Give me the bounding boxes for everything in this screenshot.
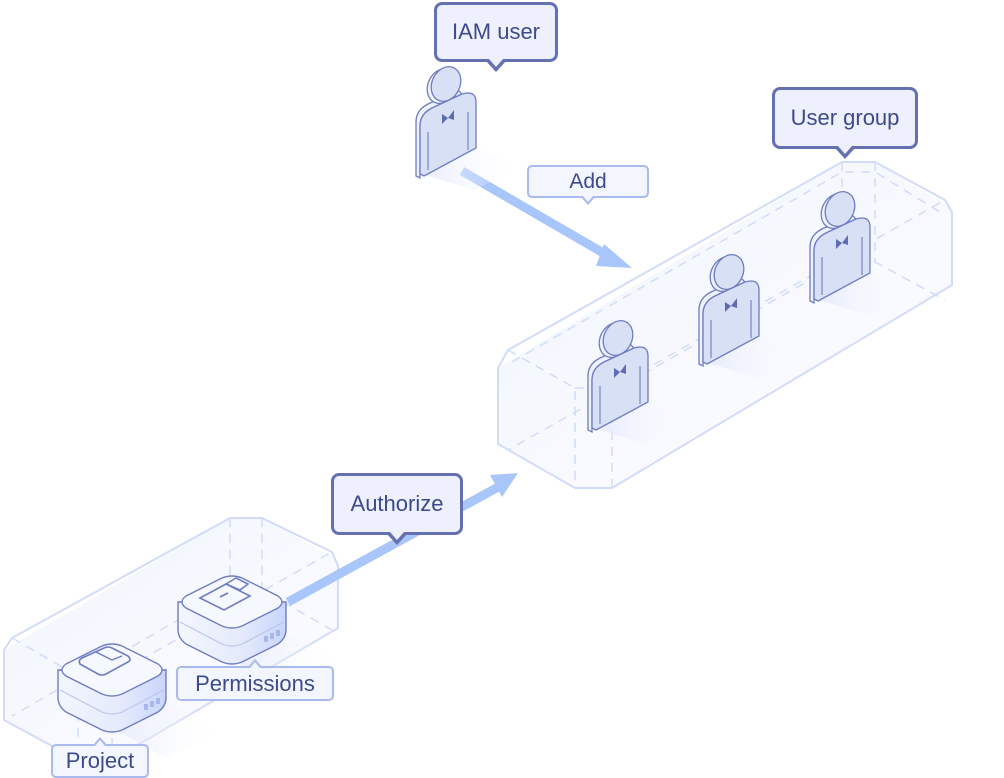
project-label-text: Project	[65, 748, 135, 773]
user-group-outline	[497, 161, 953, 489]
user-group-label: User group	[772, 87, 918, 159]
person-icon-group-member-2	[698, 253, 807, 378]
person-icon-iam-user	[415, 65, 524, 190]
add-label-text: Add	[569, 170, 607, 193]
authorize-label-text: Authorize	[350, 491, 444, 516]
user-group-label-text: User group	[790, 105, 900, 130]
folder-icon	[78, 646, 131, 676]
permissions-label-text: Permissions	[195, 671, 315, 696]
lock-icon	[198, 577, 252, 611]
authorize-label: Authorize	[331, 473, 463, 545]
iam-user-label-text: IAM user	[451, 19, 541, 44]
iam-user-label: IAM user	[434, 2, 558, 72]
person-icon-group-member-1	[587, 319, 696, 444]
add-label: Add	[527, 165, 649, 205]
permissions-box	[177, 575, 346, 690]
person-icon-group-member-3	[809, 190, 918, 315]
permissions-label: Permissions	[176, 659, 334, 701]
project-label: Project	[51, 737, 149, 778]
add-arrow	[459, 167, 632, 268]
